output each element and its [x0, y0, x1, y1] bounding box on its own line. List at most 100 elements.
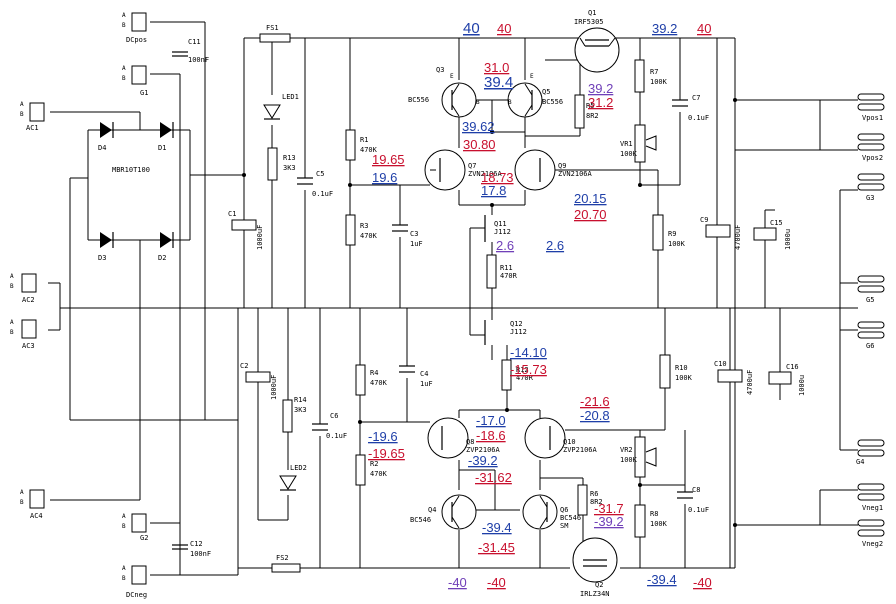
voltage-neg-14-10: -14.10: [510, 345, 547, 360]
svg-text:C7: C7: [692, 94, 700, 102]
cap-c4: C4 1uF: [399, 365, 433, 388]
cap-c3: C3 1uF: [392, 224, 423, 248]
svg-text:R6: R6: [590, 490, 598, 498]
resistor-r13: R13 3K3: [267, 147, 296, 181]
connector-vpos2: Vpos2: [857, 133, 885, 162]
svg-text:SM: SM: [560, 522, 568, 530]
svg-text:R10: R10: [675, 364, 688, 372]
svg-text:C8: C8: [692, 486, 700, 494]
svg-text:C5: C5: [316, 170, 324, 178]
pin-a: A: [122, 12, 126, 19]
svg-text:J112: J112: [494, 228, 511, 236]
svg-text:R11: R11: [500, 264, 513, 272]
transistor-q3: Q3 BC556 E B: [408, 66, 480, 118]
svg-text:Q12: Q12: [510, 320, 523, 328]
junctions: [242, 98, 737, 527]
voltage-neg-19-65: -19.65: [368, 446, 405, 461]
voltage-39-2-purple: 39.2: [588, 81, 613, 96]
ac2-label: AC2: [22, 296, 35, 304]
svg-text:Q9: Q9: [558, 162, 566, 170]
cap-c15: C15 1000u: [753, 219, 792, 250]
cap-c11: C11 100nF: [172, 38, 209, 64]
voltage-20-15: 20.15: [574, 191, 607, 206]
svg-text:1uF: 1uF: [420, 380, 433, 388]
svg-text:BC546: BC546: [560, 514, 581, 522]
g1-label: G1: [140, 89, 148, 97]
resistor-r14: R14 3K3: [282, 396, 307, 433]
svg-text:8R2: 8R2: [590, 498, 603, 506]
svg-text:A: A: [122, 513, 126, 520]
svg-text:C16: C16: [786, 363, 799, 371]
connector-g4: G4: [856, 439, 885, 466]
svg-text:IRF5305: IRF5305: [574, 18, 604, 26]
voltage-18-73: 18.73: [481, 170, 514, 185]
svg-text:J112: J112: [510, 328, 527, 336]
resistor-r10: R10 100K: [659, 354, 693, 389]
resistor-r11: R11 470R: [486, 254, 518, 289]
svg-text:A: A: [10, 319, 14, 326]
svg-text:470K: 470K: [360, 146, 378, 154]
voltage-2-6-purple: 2.6: [496, 238, 514, 253]
svg-text:FS1: FS1: [266, 24, 279, 32]
voltage-39-62: 39.62: [462, 119, 495, 134]
led-led1: LED1: [263, 93, 299, 120]
svg-text:A: A: [20, 101, 24, 108]
svg-text:A: A: [10, 273, 14, 280]
cap-c6: C6 0.1uF: [312, 412, 347, 440]
voltage-neg-31-7: -31.7: [594, 501, 624, 516]
bridge-label: MBR10T100: [112, 166, 150, 174]
svg-text:Q11: Q11: [494, 220, 507, 228]
svg-text:100K: 100K: [675, 374, 693, 382]
svg-text:R14: R14: [294, 396, 307, 404]
svg-text:B: B: [508, 99, 512, 106]
jfet-q12: Q12 J112: [470, 320, 527, 345]
voltage-top-right-40: 40: [697, 21, 711, 36]
pot-vr2: VR2 100K: [620, 436, 657, 478]
diode-d4: D4: [98, 122, 114, 152]
svg-text:VR2: VR2: [620, 446, 633, 454]
svg-text:100K: 100K: [620, 456, 638, 464]
svg-text:B: B: [10, 283, 14, 290]
dcpos-label: DCpos: [126, 36, 147, 44]
connector-vpos1: Vpos1: [857, 93, 885, 122]
svg-text:ZVP2106A: ZVP2106A: [563, 446, 598, 454]
svg-text:8R2: 8R2: [586, 112, 599, 120]
connector-g2: A B G2: [122, 513, 148, 542]
svg-text:470R: 470R: [516, 374, 534, 382]
voltage-2-6-blue: 2.6: [546, 238, 564, 253]
svg-text:Q4: Q4: [428, 506, 436, 514]
svg-text:470K: 470K: [370, 379, 388, 387]
svg-text:D2: D2: [158, 254, 166, 262]
connector-ac3: A B AC3: [10, 319, 37, 350]
diode-d2: D2: [158, 232, 174, 262]
svg-text:C1: C1: [228, 210, 236, 218]
voltage-bottom-neg-39-4: -39.4: [647, 572, 677, 587]
svg-text:100K: 100K: [650, 520, 668, 528]
transistor-q4: Q4 BC546: [410, 494, 477, 530]
svg-text:B: B: [122, 575, 126, 582]
svg-text:0.1uF: 0.1uF: [688, 114, 709, 122]
svg-text:C6: C6: [330, 412, 338, 420]
g3-label: G3: [866, 194, 874, 202]
resistor-r6: R6 8R2: [577, 484, 603, 516]
svg-text:0.1uF: 0.1uF: [326, 432, 347, 440]
svg-text:LED1: LED1: [282, 93, 299, 101]
voltage-39-4: 39.4: [484, 74, 513, 91]
vpos1-label: Vpos1: [862, 114, 883, 122]
svg-text:R9: R9: [668, 230, 676, 238]
mosfet-q2: Q2 IRLZ34N: [572, 537, 618, 598]
voltage-neg-18-6: -18.6: [476, 428, 506, 443]
voltage-top-40-blue: 40: [463, 20, 480, 37]
resistor-r5: R5 8R2: [574, 94, 599, 129]
resistor-r1: R1 470K: [345, 129, 378, 161]
connector-g5: G5: [857, 275, 885, 304]
cap-c8: C8 0.1uF: [677, 486, 709, 514]
g4-label: G4: [856, 458, 864, 466]
svg-text:ZVN2106A: ZVN2106A: [468, 170, 503, 178]
pin-b: B: [122, 22, 126, 29]
connector-vneg2: Vneg2: [857, 519, 885, 548]
connector-ac2: A B AC2: [10, 273, 37, 304]
svg-text:A: A: [122, 565, 126, 572]
voltage-19-65: 19.65: [372, 152, 405, 167]
mosfet-q10: Q10 ZVP2106A: [524, 417, 598, 459]
